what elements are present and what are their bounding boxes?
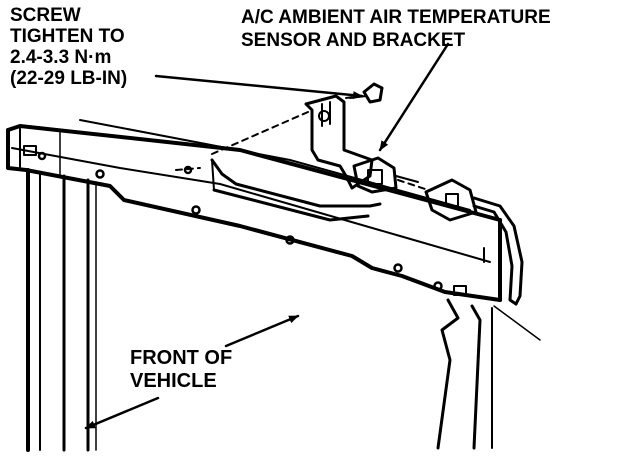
screw-torque-callout: SCREW TIGHTEN TO 2.4-3.3 N·m (22-29 LB-I…: [10, 6, 127, 90]
screw: [349, 82, 384, 104]
leader-lines: [154, 42, 450, 152]
wire-clip-line: [493, 305, 541, 341]
front-of-vehicle-callout: FRONT OF VEHICLE: [130, 348, 232, 394]
sensor-leader-arrow: [378, 42, 450, 152]
screw-label-line-4: (22-29 LB-IN): [10, 68, 128, 89]
sensor-label-line-1: A/C AMBIENT AIR TEMPERATURE: [241, 7, 551, 28]
screw-leader-arrow: [154, 74, 364, 100]
sensor-label-line-2: SENSOR AND BRACKET: [241, 30, 466, 51]
radiator-support: [6, 119, 502, 452]
front-arrow-upper: [224, 314, 300, 348]
front-label-line-1: FRONT OF: [130, 347, 233, 369]
wiring-connector: [424, 178, 524, 306]
screw-label-line-1: SCREW: [10, 5, 81, 26]
screw-label-line-2: TIGHTEN TO: [10, 26, 125, 47]
temperature-sensor: [352, 156, 419, 194]
screw-label-line-3: 2.4-3.3 N·m: [10, 47, 112, 68]
front-arrow-lower: [84, 396, 160, 430]
sensor-bracket: [304, 94, 374, 190]
front-label-line-2: VEHICLE: [130, 370, 217, 392]
sensor-callout: A/C AMBIENT AIR TEMPERATURE SENSOR AND B…: [241, 8, 551, 54]
mounting-holes: [37, 151, 443, 291]
